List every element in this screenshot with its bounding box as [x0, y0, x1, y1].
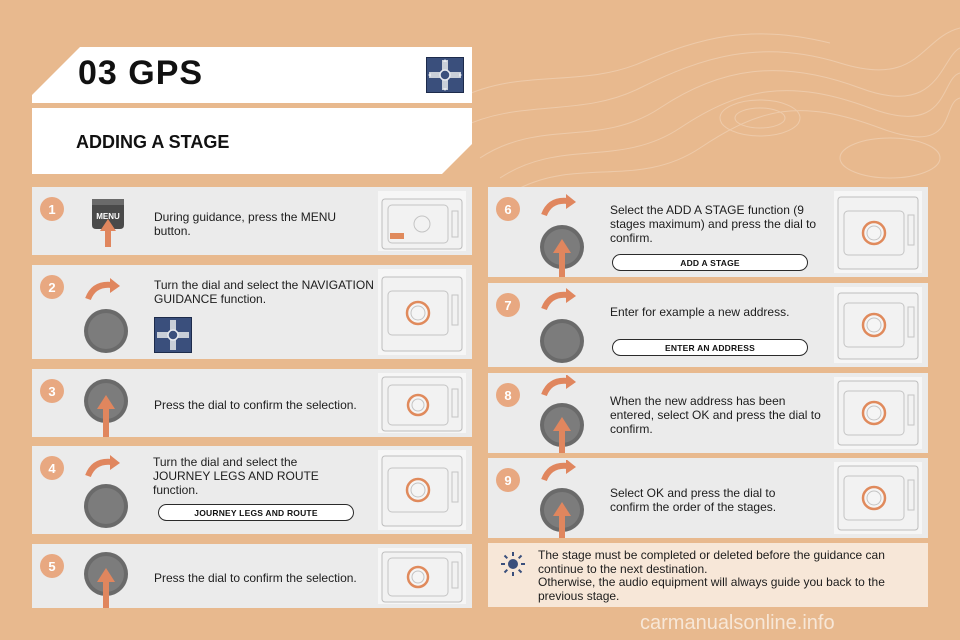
step-9: 9 Select OK and press the dial to confir… [488, 458, 928, 538]
step-5: 5 Press the dial to confirm the selectio… [32, 544, 472, 608]
step-number: 5 [40, 554, 64, 578]
title-banner [32, 47, 472, 103]
tip-sun-icon [500, 551, 526, 582]
option-enter-an-address: ENTER AN ADDRESS [612, 339, 808, 356]
step-number: 8 [496, 383, 520, 407]
tip-line-2: Otherwise, the audio equipment will alwa… [538, 575, 885, 603]
step-text: When the new address has been entered, s… [610, 394, 821, 436]
step-number: 6 [496, 197, 520, 221]
step-2: 2 Turn the dial and select the NAVIGATIO… [32, 265, 472, 359]
turn-dial-icon [82, 277, 132, 357]
tip-text: The stage must be completed or deleted b… [538, 548, 923, 603]
audio-unit-illustration [378, 269, 466, 355]
navigation-guidance-icon [154, 317, 192, 353]
turn-press-dial-icon [538, 287, 590, 367]
option-add-a-stage: ADD A STAGE [612, 254, 808, 271]
step-text: Turn the dial and select the JOURNEY LEG… [153, 455, 319, 497]
step-text: During guidance, press the MENU button. [154, 210, 337, 238]
step-1: 1 MENU During guidance, press the MENU b… [32, 187, 472, 255]
step-text: Turn the dial and select the NAVIGATION … [154, 278, 374, 306]
step-text: Select the ADD A STAGE function (9 stage… [610, 203, 817, 245]
tip-line-1: The stage must be completed or deleted b… [538, 548, 885, 576]
step-number: 3 [40, 379, 64, 403]
menu-button-icon: MENU [84, 195, 132, 254]
option-journey-legs: JOURNEY LEGS AND ROUTE [158, 504, 354, 521]
step-4: 4 Turn the dial and select the JOURNEY L… [32, 446, 472, 534]
press-dial-icon [82, 375, 132, 437]
audio-unit-illustration [834, 377, 922, 449]
audio-unit-illustration [378, 373, 466, 433]
step-text: Enter for example a new address. [610, 305, 790, 319]
step-6: 6 Select the ADD A STAGE function (9 sta… [488, 187, 928, 277]
turn-press-dial-icon [538, 460, 590, 538]
navigation-crosshair-icon [426, 57, 464, 93]
audio-unit-illustration [378, 450, 466, 530]
step-3: 3 Press the dial to confirm the selectio… [32, 369, 472, 437]
step-number: 1 [40, 197, 64, 221]
step-8: 8 When the new address has been entered,… [488, 373, 928, 453]
audio-unit-illustration [834, 287, 922, 363]
step-number: 2 [40, 275, 64, 299]
audio-unit-illustration [834, 462, 922, 534]
audio-unit-illustration [378, 548, 466, 604]
page-title: 03 GPS [78, 54, 204, 92]
watermark: carmanualsonline.info [640, 612, 835, 634]
audio-unit-illustration [378, 191, 466, 251]
section-banner [32, 108, 472, 174]
topographic-background [460, 27, 960, 188]
turn-press-dial-icon [538, 375, 590, 453]
step-number: 7 [496, 293, 520, 317]
step-number: 4 [40, 456, 64, 480]
section-title: ADDING A STAGE [76, 132, 230, 152]
audio-unit-illustration [834, 191, 922, 273]
press-dial-icon [82, 548, 132, 608]
turn-dial-icon [82, 454, 132, 532]
step-number: 9 [496, 468, 520, 492]
step-text: Press the dial to confirm the selection. [154, 398, 357, 412]
turn-press-dial-icon [538, 193, 590, 277]
step-7: 7 Enter for example a new address. ENTER… [488, 283, 928, 367]
step-text: Select OK and press the dial to confirm … [610, 486, 777, 514]
step-text: Press the dial to confirm the selection. [154, 571, 357, 585]
menu-button-label: MENU [96, 212, 120, 221]
tip-note: The stage must be completed or deleted b… [488, 543, 928, 607]
